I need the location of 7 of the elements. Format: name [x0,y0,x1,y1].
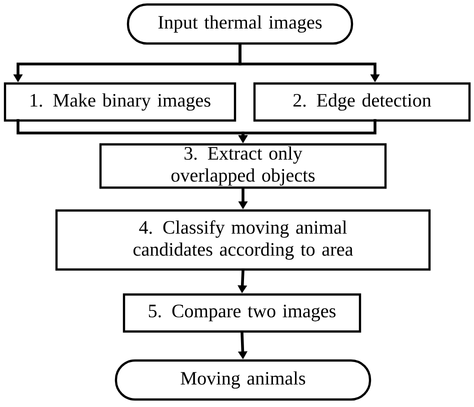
process-box: 4. Classify moving animal candidates according to area [55,209,431,271]
terminal-box: Input thermal images [126,3,354,45]
process-box: 3. Extract only overlapped objects [99,143,387,189]
process-box: 1. Make binary images [4,82,236,122]
process-box: 5. Compare two images [122,293,362,333]
process-box: 2. Edge detection [253,82,471,122]
terminal-box: Moving animals [114,359,372,401]
